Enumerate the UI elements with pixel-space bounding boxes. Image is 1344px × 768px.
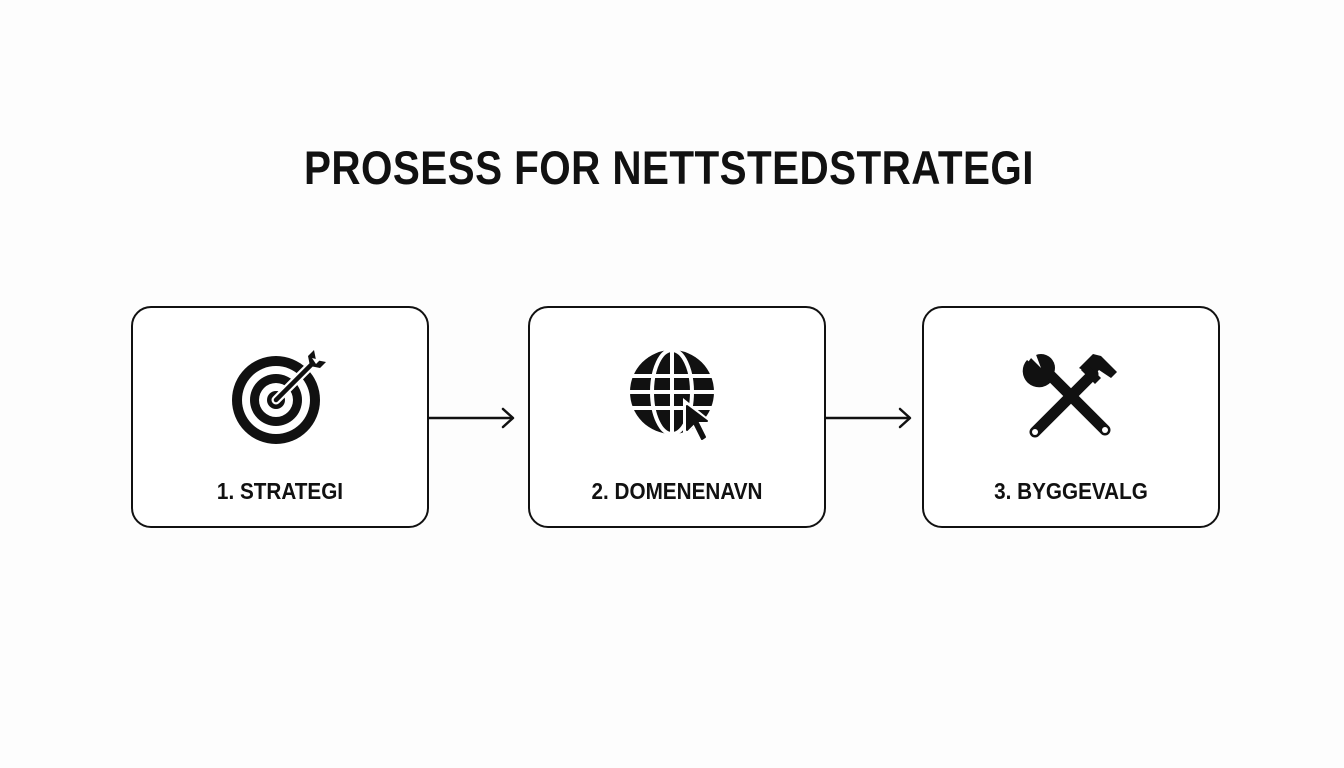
step-label: 3. BYGGEVALG: [994, 478, 1148, 504]
step-label: 1. STRATEGI: [216, 478, 344, 504]
step-byggevalg: 3. BYGGEVALG: [922, 306, 1220, 528]
arrow-right-icon: [826, 404, 916, 432]
wrench-hammer-icon: [1021, 346, 1121, 446]
target-arrow-icon: [230, 346, 330, 446]
arrow-right-icon: [429, 404, 519, 432]
diagram-title: PROSESS FOR NETTSTEDSTRATEGI: [304, 141, 1034, 194]
step-label: 2. DOMENENAVN: [591, 478, 763, 504]
step-domenenavn: 2. DOMENENAVN: [528, 306, 826, 528]
globe-cursor-icon: [627, 346, 727, 446]
step-strategi: 1. STRATEGI: [131, 306, 429, 528]
